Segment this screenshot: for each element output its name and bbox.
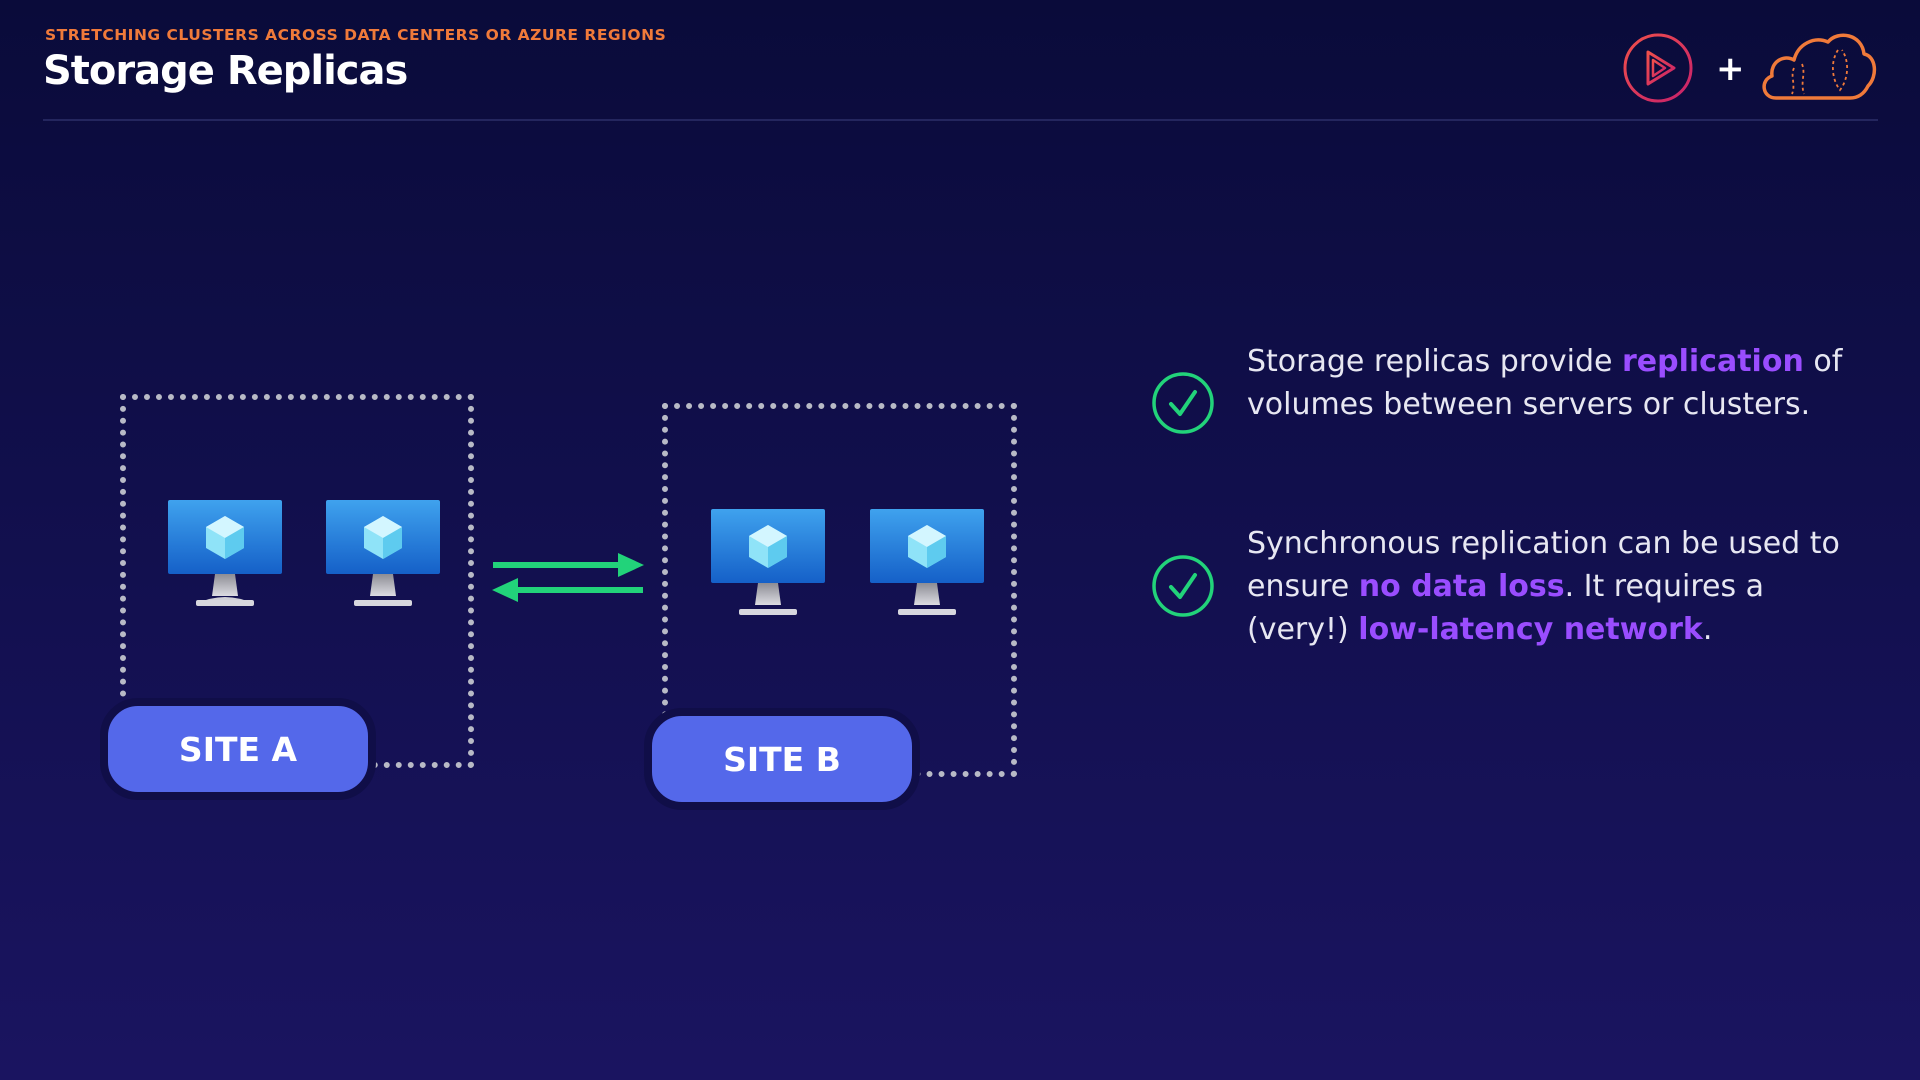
page-title: Storage Replicas xyxy=(43,48,408,94)
play-logo-icon xyxy=(1623,33,1693,103)
server-monitor-icon xyxy=(168,500,282,606)
site-b-label: SITE B xyxy=(644,708,920,810)
bullet-item: Synchronous replication can be used to e… xyxy=(1151,522,1840,662)
header-kicker: STRETCHING CLUSTERS ACROSS DATA CENTERS … xyxy=(45,26,667,44)
bidirectional-replication-arrows-icon xyxy=(492,553,644,602)
site-a-label: SITE A xyxy=(100,698,376,800)
bullet-text: Storage replicas provide replication of … xyxy=(1247,344,1843,422)
server-monitor-icon xyxy=(870,509,984,615)
bullet-text: Synchronous replication can be used to e… xyxy=(1247,526,1840,647)
checkmark-circle-icon xyxy=(1152,372,1214,434)
cloud-logo-icon xyxy=(1762,33,1877,100)
plus-sign: + xyxy=(1716,49,1745,89)
bullet-item: Storage replicas provide replication of … xyxy=(1151,340,1842,480)
server-monitor-icon xyxy=(326,500,440,606)
server-monitor-icon xyxy=(711,509,825,615)
header-divider xyxy=(43,119,1878,121)
checkmark-circle-icon xyxy=(1152,555,1214,617)
